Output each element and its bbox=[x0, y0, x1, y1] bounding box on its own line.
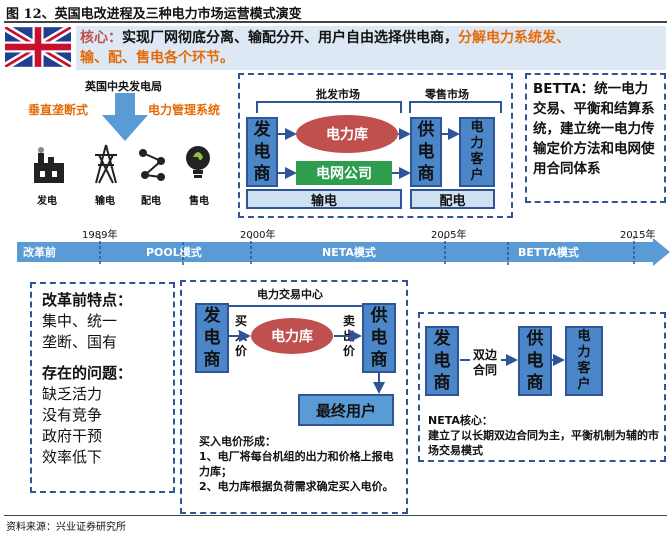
trading-center-label: 电力交易中心 bbox=[257, 288, 323, 301]
source-note: 资料来源：兴业证券研究所 bbox=[6, 522, 126, 533]
pre-reform-problem-2: 没有竞争 bbox=[42, 406, 103, 424]
title-divider bbox=[4, 21, 667, 23]
price-formation-step-1: 1、电厂将每台机组的出力和价格上报电力库； bbox=[199, 450, 394, 478]
retail-market-label: 零售市场 bbox=[425, 88, 469, 101]
core-prefix: 核心： bbox=[80, 30, 122, 46]
power-plant-icon bbox=[32, 145, 66, 185]
cegb-right-label: 电力管理系统 bbox=[148, 103, 221, 117]
cegb-left-label: 垂直垄断式 bbox=[28, 103, 89, 117]
bilateral-contract-label: 双边合同 bbox=[472, 348, 497, 377]
distribution-network-icon bbox=[135, 147, 169, 183]
generator-box: 发电商 bbox=[246, 117, 278, 187]
timeline-markers bbox=[0, 234, 671, 268]
core-text: 实现厂网彻底分离、输配分开、用户自由选择供电商， bbox=[122, 30, 458, 46]
icon-label-generation: 发电 bbox=[37, 196, 57, 207]
neta-customer-box: 电力客户 bbox=[565, 326, 603, 396]
timeline-label-betta: BETTA模式 bbox=[518, 246, 579, 259]
year-2000: 2000年 bbox=[240, 230, 276, 241]
pre-reform-problem-1: 缺乏活力 bbox=[42, 385, 103, 403]
market-bracket bbox=[255, 98, 503, 114]
pre-reform-panel: 改革前特点： 集中、统一 垄断、国有 存在的问题： 缺乏活力 没有竞争 政府干预… bbox=[30, 282, 175, 493]
pool-structure-panel bbox=[238, 73, 513, 218]
neta-core-text: NETA核心： 建立了以长期双边合同为主，平衡机制为辅的市场交易模式 bbox=[428, 413, 660, 458]
neta-supplier-box: 供电商 bbox=[518, 326, 552, 396]
core-highlight-1: 分解电力系统发、 bbox=[458, 30, 570, 46]
power-pool-ellipse: 电力库 bbox=[296, 115, 398, 153]
core-statement: 核心：实现厂网彻底分离、输配分开、用户自由选择供电商，分解电力系统发、 输、配、… bbox=[76, 26, 666, 70]
neta-core-title: NETA核心： bbox=[428, 414, 493, 427]
core-highlight-2: 输、配、售电各个环节。 bbox=[80, 50, 234, 66]
pre-reform-problem-3: 政府干预 bbox=[42, 427, 103, 445]
figure-title: 图 12、英国电改进程及三种电力市场运营模式演变 bbox=[6, 7, 302, 22]
betta-panel: BETTA：统一电力交易、平衡和结算系统，建立统一电力传输定价方法和电网使用合同… bbox=[525, 73, 666, 203]
pre-reform-problem-4: 效率低下 bbox=[42, 448, 103, 466]
down-arrow-icon bbox=[100, 93, 150, 143]
neta-arrows bbox=[459, 352, 567, 366]
pre-reform-feature-1: 集中、统一 bbox=[42, 312, 118, 330]
source-divider bbox=[4, 515, 667, 516]
icon-label-transmission: 输电 bbox=[95, 196, 115, 207]
icon-label-distribution: 配电 bbox=[141, 196, 161, 207]
end-user-box: 最终用户 bbox=[298, 394, 394, 426]
price-formation-step-2: 2、电力库根据负荷需求确定买入电价。 bbox=[199, 480, 394, 493]
neta-generator-box: 发电商 bbox=[425, 326, 459, 396]
pool-mode-panel bbox=[180, 280, 408, 514]
distribution-bar: 配电 bbox=[410, 189, 495, 209]
uk-flag-icon bbox=[3, 23, 73, 71]
year-1989: 1989年 bbox=[82, 230, 118, 241]
pool-generator-box: 发电商 bbox=[195, 303, 229, 373]
year-2015: 2015年 bbox=[620, 230, 656, 241]
pre-reform-problems-heading: 存在的问题： bbox=[42, 364, 133, 382]
light-bulb-icon bbox=[183, 143, 213, 185]
transmission-tower-icon bbox=[91, 143, 121, 185]
timeline-label-prereform: 改革前 bbox=[23, 246, 56, 259]
price-formation-text: 买入电价形成： 1、电厂将每台机组的出力和价格上报电力库； 2、电力库根据负荷需… bbox=[199, 434, 404, 494]
icon-label-retail: 售电 bbox=[189, 196, 209, 207]
pool-mode-arrows bbox=[229, 325, 399, 425]
supplier-box: 供电商 bbox=[410, 117, 442, 187]
customer-box: 电力客户 bbox=[459, 117, 495, 187]
pool-supplier-box: 供电商 bbox=[362, 303, 396, 373]
neta-core-description: 建立了以长期双边合同为主，平衡机制为辅的市场交易模式 bbox=[428, 429, 659, 457]
pre-reform-features-heading: 改革前特点： bbox=[42, 291, 133, 309]
pool-power-pool-ellipse: 电力库 bbox=[251, 318, 333, 354]
transmission-bar: 输电 bbox=[246, 189, 402, 209]
grid-company-box: 电网公司 bbox=[296, 161, 392, 185]
neta-panel bbox=[418, 312, 666, 462]
timeline-bar bbox=[17, 238, 670, 266]
price-formation-title: 买入电价形成： bbox=[199, 435, 276, 448]
timeline-label-pool: POOL模式 bbox=[146, 246, 202, 259]
wholesale-market-label: 批发市场 bbox=[316, 88, 360, 101]
pool-arrows bbox=[278, 128, 460, 180]
cegb-title: 英国中央发电局 bbox=[85, 80, 162, 93]
pre-reform-feature-2: 垄断、国有 bbox=[42, 333, 118, 351]
year-2005: 2005年 bbox=[431, 230, 467, 241]
timeline-label-neta: NETA模式 bbox=[322, 246, 376, 259]
